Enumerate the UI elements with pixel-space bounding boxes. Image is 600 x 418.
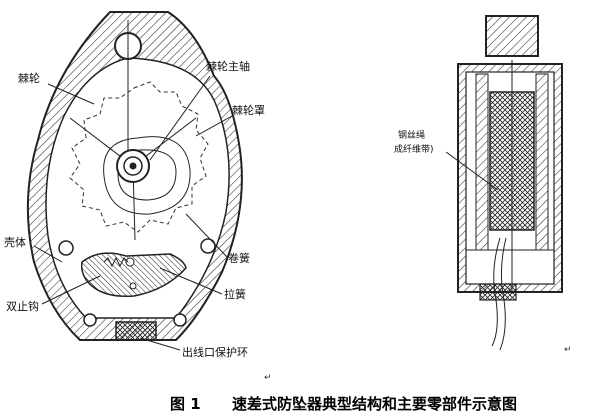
label-pulley: 棘轮	[18, 71, 40, 85]
coil-spring	[103, 136, 191, 215]
paragraph-mark: ↵	[564, 345, 572, 355]
label-outlet-guard: 出线口保护环	[182, 345, 248, 359]
caption-figure-number: 图 1	[170, 395, 201, 413]
outlet-guard	[115, 321, 157, 341]
label-double-pawl: 双止钩	[6, 299, 39, 313]
ratchet-wheel	[69, 81, 209, 233]
tension-spring	[103, 256, 129, 268]
front-section-view: 钢丝绳 成纤维带)	[394, 15, 563, 351]
label-coil-spring: 卷簧	[228, 251, 250, 265]
double-pawl	[80, 252, 187, 298]
label-pulley-shaft: 棘轮主轴	[206, 59, 250, 73]
label-wire-rope-2: 成纤维带)	[394, 143, 434, 155]
label-housing: 壳体	[4, 235, 26, 249]
caption-text: 速差式防坠器典型结构和主要零部件示意图	[232, 395, 517, 413]
side-section-view: 棘轮 棘轮主轴 棘轮罩 卷簧 壳体 拉簧 双止钩 出线口保护环	[4, 11, 265, 359]
wire-rope	[491, 237, 501, 347]
paragraph-mark: ↵	[264, 373, 272, 383]
label-tension-spring: 拉簧	[224, 287, 246, 301]
label-pulley-cover: 棘轮罩	[232, 103, 265, 117]
label-wire-rope-1: 钢丝绳	[398, 129, 425, 141]
